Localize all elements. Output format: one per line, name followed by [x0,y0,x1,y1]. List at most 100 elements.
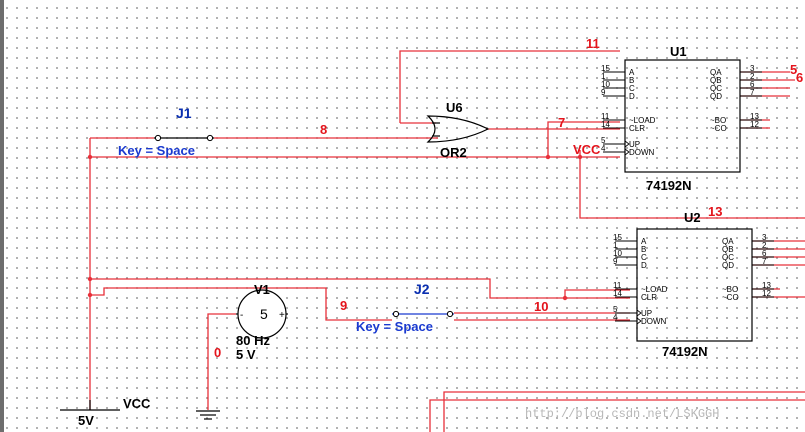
pin-name: QC [722,253,734,262]
gate-u6[interactable]: U6 OR2 [426,100,490,160]
switch-j2[interactable]: J2 Key = Space [356,281,454,334]
pin-number: 1 [613,241,618,250]
window-left-border [0,0,4,432]
net-label-5: 5 [790,62,797,77]
pin-number: 4 [613,313,618,322]
counter-u2-part: 74192N [662,344,708,359]
pin-number: 13 [762,281,771,290]
net-label-6: 6 [796,70,803,85]
pin-number: 3 [762,233,767,242]
pin-name: A [641,237,647,246]
net-label-9: 9 [340,298,347,313]
pin-number: 15 [613,233,622,242]
pin-number: 14 [613,289,622,298]
pin-name: C [629,84,635,93]
pin-name: DOWN [641,317,667,326]
wire-u1-outputs [740,71,795,129]
pin-number: 6 [750,80,755,89]
pin-name: ~BO [722,285,738,294]
wire-net-13 [579,150,805,219]
pin-number: 11 [601,112,610,121]
pin-number: 13 [750,112,759,121]
wires [89,50,805,432]
junction-dot [562,295,568,301]
pin-name: CLR [641,293,657,302]
pin-name: B [629,76,634,85]
pin-name: B [641,245,646,254]
pin-number: 5 [613,305,618,314]
switch-j2-key: Key = Space [356,319,433,334]
pin-name: QD [722,261,734,270]
supply-5v[interactable]: VCC 5V [60,396,151,428]
junction-dot [87,154,93,160]
pin-name: ~LOAD [641,285,668,294]
pin-name: DOWN [629,148,655,157]
net-label-0: 0 [214,345,221,360]
pin-name: ~CO [710,124,727,133]
pin-number: 7 [762,257,767,266]
supply-5v-label: 5V [78,413,94,428]
pin-number: 10 [601,80,610,89]
pin-number: 2 [750,72,755,81]
pin-number: 12 [762,289,771,298]
pin-name: QA [710,68,722,77]
clock-marker [636,309,642,317]
pin-name: ~LOAD [629,116,656,125]
switch-j2-ref: J2 [414,281,430,297]
switch-j1-ref: J1 [176,105,192,121]
pin-number: 15 [601,64,610,73]
source-v1-amp: 5 V [236,347,256,362]
pin-number: 9 [601,88,606,97]
wire-u2-outputs [752,240,805,298]
pin-number: 11 [613,281,622,290]
net-label-10: 10 [534,299,548,314]
net-label-11: 11 [586,36,600,51]
junction-dot [87,276,93,282]
clock-marker [636,317,642,325]
pin-number: 12 [750,120,759,129]
wire-net-10 [90,278,630,299]
pin-name: ~BO [710,116,726,125]
pin-number: 3 [750,64,755,73]
gate-u6-type: OR2 [440,145,467,160]
pin-name: CLR [629,124,645,133]
svg-text:-: - [240,310,243,321]
pin-number: 9 [613,257,618,266]
pin-name: D [641,261,647,270]
pin-name: QA [722,237,734,246]
pin-name: QD [710,92,722,101]
pin-name: QC [710,84,722,93]
pin-name: D [629,92,635,101]
net-labels: 11 8 7 13 9 10 0 5 6 VCC [214,36,803,360]
counter-u1-part: 74192N [646,178,692,193]
wire-bottom-box [429,391,805,432]
pin-name: QB [710,76,722,85]
pin-name: UP [629,140,640,149]
clock-marker [624,148,630,156]
gate-u6-ref: U6 [446,100,463,115]
source-v1-symbol: 5 [260,306,268,322]
junctions [87,154,583,301]
wire-net-7 [486,121,620,157]
junction-dot [545,154,551,160]
pin-name: ~CO [722,293,739,302]
ground-symbol[interactable] [196,410,220,420]
junction-dot [87,292,93,298]
wire-net-9 [90,287,630,321]
source-v1-freq: 80 Hz [236,333,270,348]
switch-j1-key: Key = Space [118,143,195,158]
pin-number: 14 [601,120,610,129]
switch-j1[interactable]: J1 Key = Space [118,105,214,158]
pin-name: UP [641,309,652,318]
source-v1[interactable]: 5 - + V1 80 Hz 5 V [236,282,288,362]
wire-net-11 [399,50,620,123]
pin-number: 7 [750,88,755,97]
net-label-8: 8 [320,122,327,137]
pin-name: A [629,68,635,77]
watermark-text: http://blog.csdn.net/LSKGGH [525,407,719,421]
supply-vcc-label: VCC [123,396,151,411]
svg-text:+: + [279,310,285,321]
